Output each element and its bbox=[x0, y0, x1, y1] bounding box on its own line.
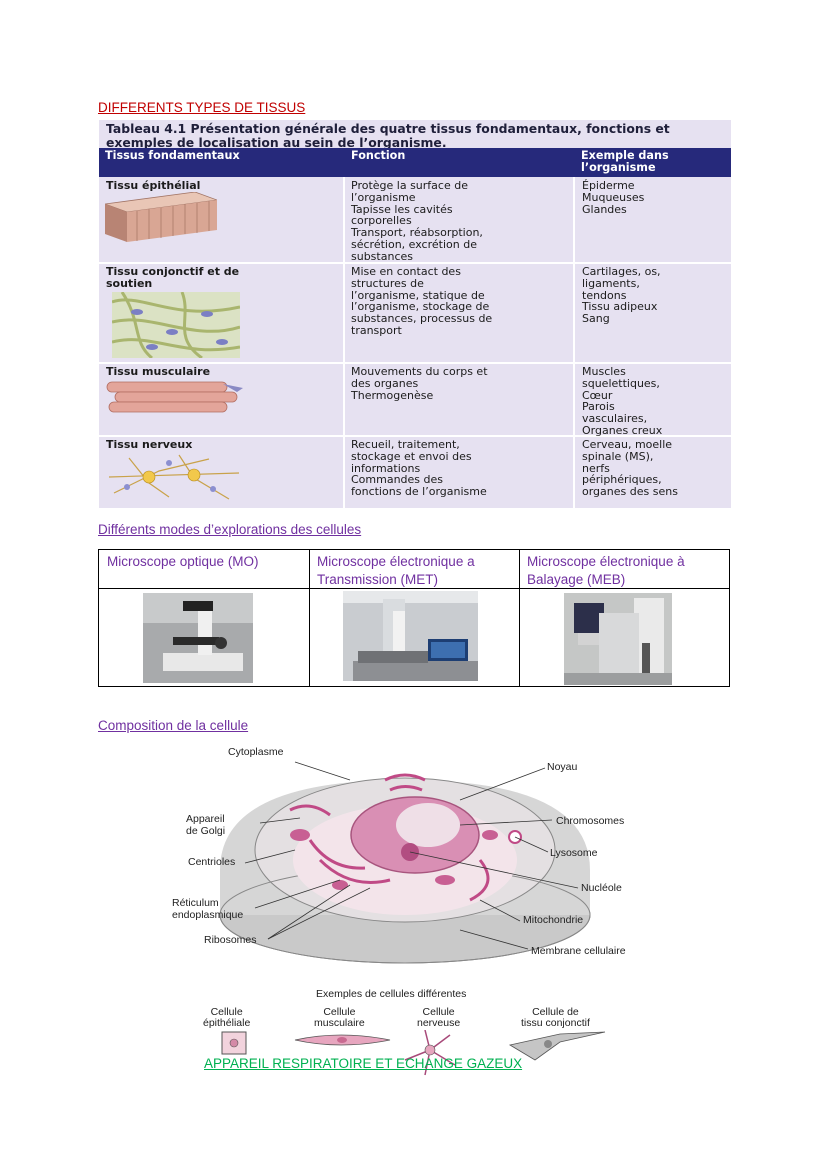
microscope-met-header: Microscope électronique a Transmission (… bbox=[317, 554, 475, 587]
header-exemple: Exemple dans l’organisme bbox=[581, 149, 669, 174]
transmission-microscope-photo bbox=[343, 591, 478, 681]
label-nucleole: Nucléole bbox=[581, 882, 622, 894]
example-connective-label: Cellule de tissu conjonctif bbox=[521, 1006, 590, 1029]
label-mitochondrie: Mitochondrie bbox=[523, 914, 584, 926]
tissues-section-title: DIFFERENTS TYPES DE TISSUS bbox=[98, 100, 306, 115]
scanning-microscope-photo bbox=[564, 593, 672, 685]
tissue-examples: Cartilages, os, ligaments, tendons Tissu… bbox=[582, 265, 661, 326]
divider bbox=[519, 550, 520, 686]
examples-title: Exemples de cellules différentes bbox=[316, 988, 467, 1000]
label-cytoplasme: Cytoplasme bbox=[228, 746, 284, 758]
epithelial-tissue-illustration bbox=[105, 192, 217, 242]
example-epithelial-label: Cellule épithéliale bbox=[203, 1006, 251, 1029]
divider bbox=[99, 362, 731, 364]
label-chromosomes: Chromosomes bbox=[556, 815, 625, 827]
example-cells-drawings bbox=[221, 1030, 606, 1076]
explorations-section-title: Différents modes d’explorations des cell… bbox=[98, 522, 362, 537]
microscopes-table: Microscope optique (MO) Microscope élect… bbox=[98, 549, 730, 687]
example-nerve-label: Cellule nerveuse bbox=[417, 1006, 461, 1029]
header-tissus: Tissus fondamentaux bbox=[105, 149, 240, 162]
muscle-tissue-illustration bbox=[106, 381, 243, 413]
label-membrane: Membrane cellulaire bbox=[531, 945, 626, 957]
header-fonction: Fonction bbox=[351, 149, 406, 162]
tissue-table-header: Tissus fondamentaux Fonction Exemple dan… bbox=[99, 148, 731, 177]
tissue-table-caption: Tableau 4.1 Présentation générale des qu… bbox=[106, 121, 670, 150]
label-noyau: Noyau bbox=[547, 761, 578, 773]
divider bbox=[343, 177, 345, 508]
tissue-function: Mise en contact des structures de l’orga… bbox=[351, 265, 493, 337]
nervous-tissue-illustration bbox=[109, 454, 239, 500]
cell-diagram bbox=[219, 761, 591, 964]
optical-microscope-photo bbox=[143, 593, 253, 683]
tissue-examples: Cerveau, moelle spinale (MS), nerfs péri… bbox=[582, 438, 678, 499]
microscope-meb-header: Microscope électronique à Balayage (MEB) bbox=[527, 554, 685, 587]
divider bbox=[99, 262, 731, 264]
connective-tissue-illustration bbox=[112, 292, 240, 358]
tissue-function: Mouvements du corps et des organes Therm… bbox=[351, 365, 488, 402]
divider bbox=[309, 550, 310, 686]
label-reticulum: Réticulum endoplasmique bbox=[172, 897, 244, 921]
microscope-optical-header: Microscope optique (MO) bbox=[107, 554, 259, 569]
divider bbox=[573, 177, 575, 508]
respiratory-section-title: APPAREIL RESPIRATOIRE ET ECHANGE GAZEUX bbox=[204, 1056, 523, 1071]
label-lysosome: Lysosome bbox=[550, 847, 598, 859]
label-golgi: Appareil de Golgi bbox=[186, 813, 226, 837]
tissue-name: Tissu épithélial bbox=[106, 179, 201, 192]
label-centrioles: Centrioles bbox=[188, 856, 236, 868]
tissue-examples: Épiderme Muqueuses Glandes bbox=[582, 179, 645, 216]
connective-cell-drawing bbox=[508, 1031, 606, 1061]
tissue-function: Recueil, traitement, stockage et envoi d… bbox=[351, 438, 487, 499]
tissue-name: Tissu musculaire bbox=[106, 365, 211, 378]
divider bbox=[99, 435, 731, 437]
tissue-name: Tissu conjonctif et de soutien bbox=[106, 265, 240, 290]
tissue-examples: Muscles squelettiques, Cœur Parois vascu… bbox=[582, 365, 663, 437]
tissue-function: Protège la surface de l’organisme Tapiss… bbox=[351, 179, 483, 263]
tissue-name: Tissu nerveux bbox=[106, 438, 193, 451]
divider bbox=[99, 588, 729, 589]
label-ribosomes: Ribosomes bbox=[204, 934, 257, 946]
example-muscle-label: Cellule musculaire bbox=[314, 1006, 365, 1029]
tissue-table: Tableau 4.1 Présentation générale des qu… bbox=[99, 120, 731, 508]
composition-section-title: Composition de la cellule bbox=[98, 718, 249, 733]
